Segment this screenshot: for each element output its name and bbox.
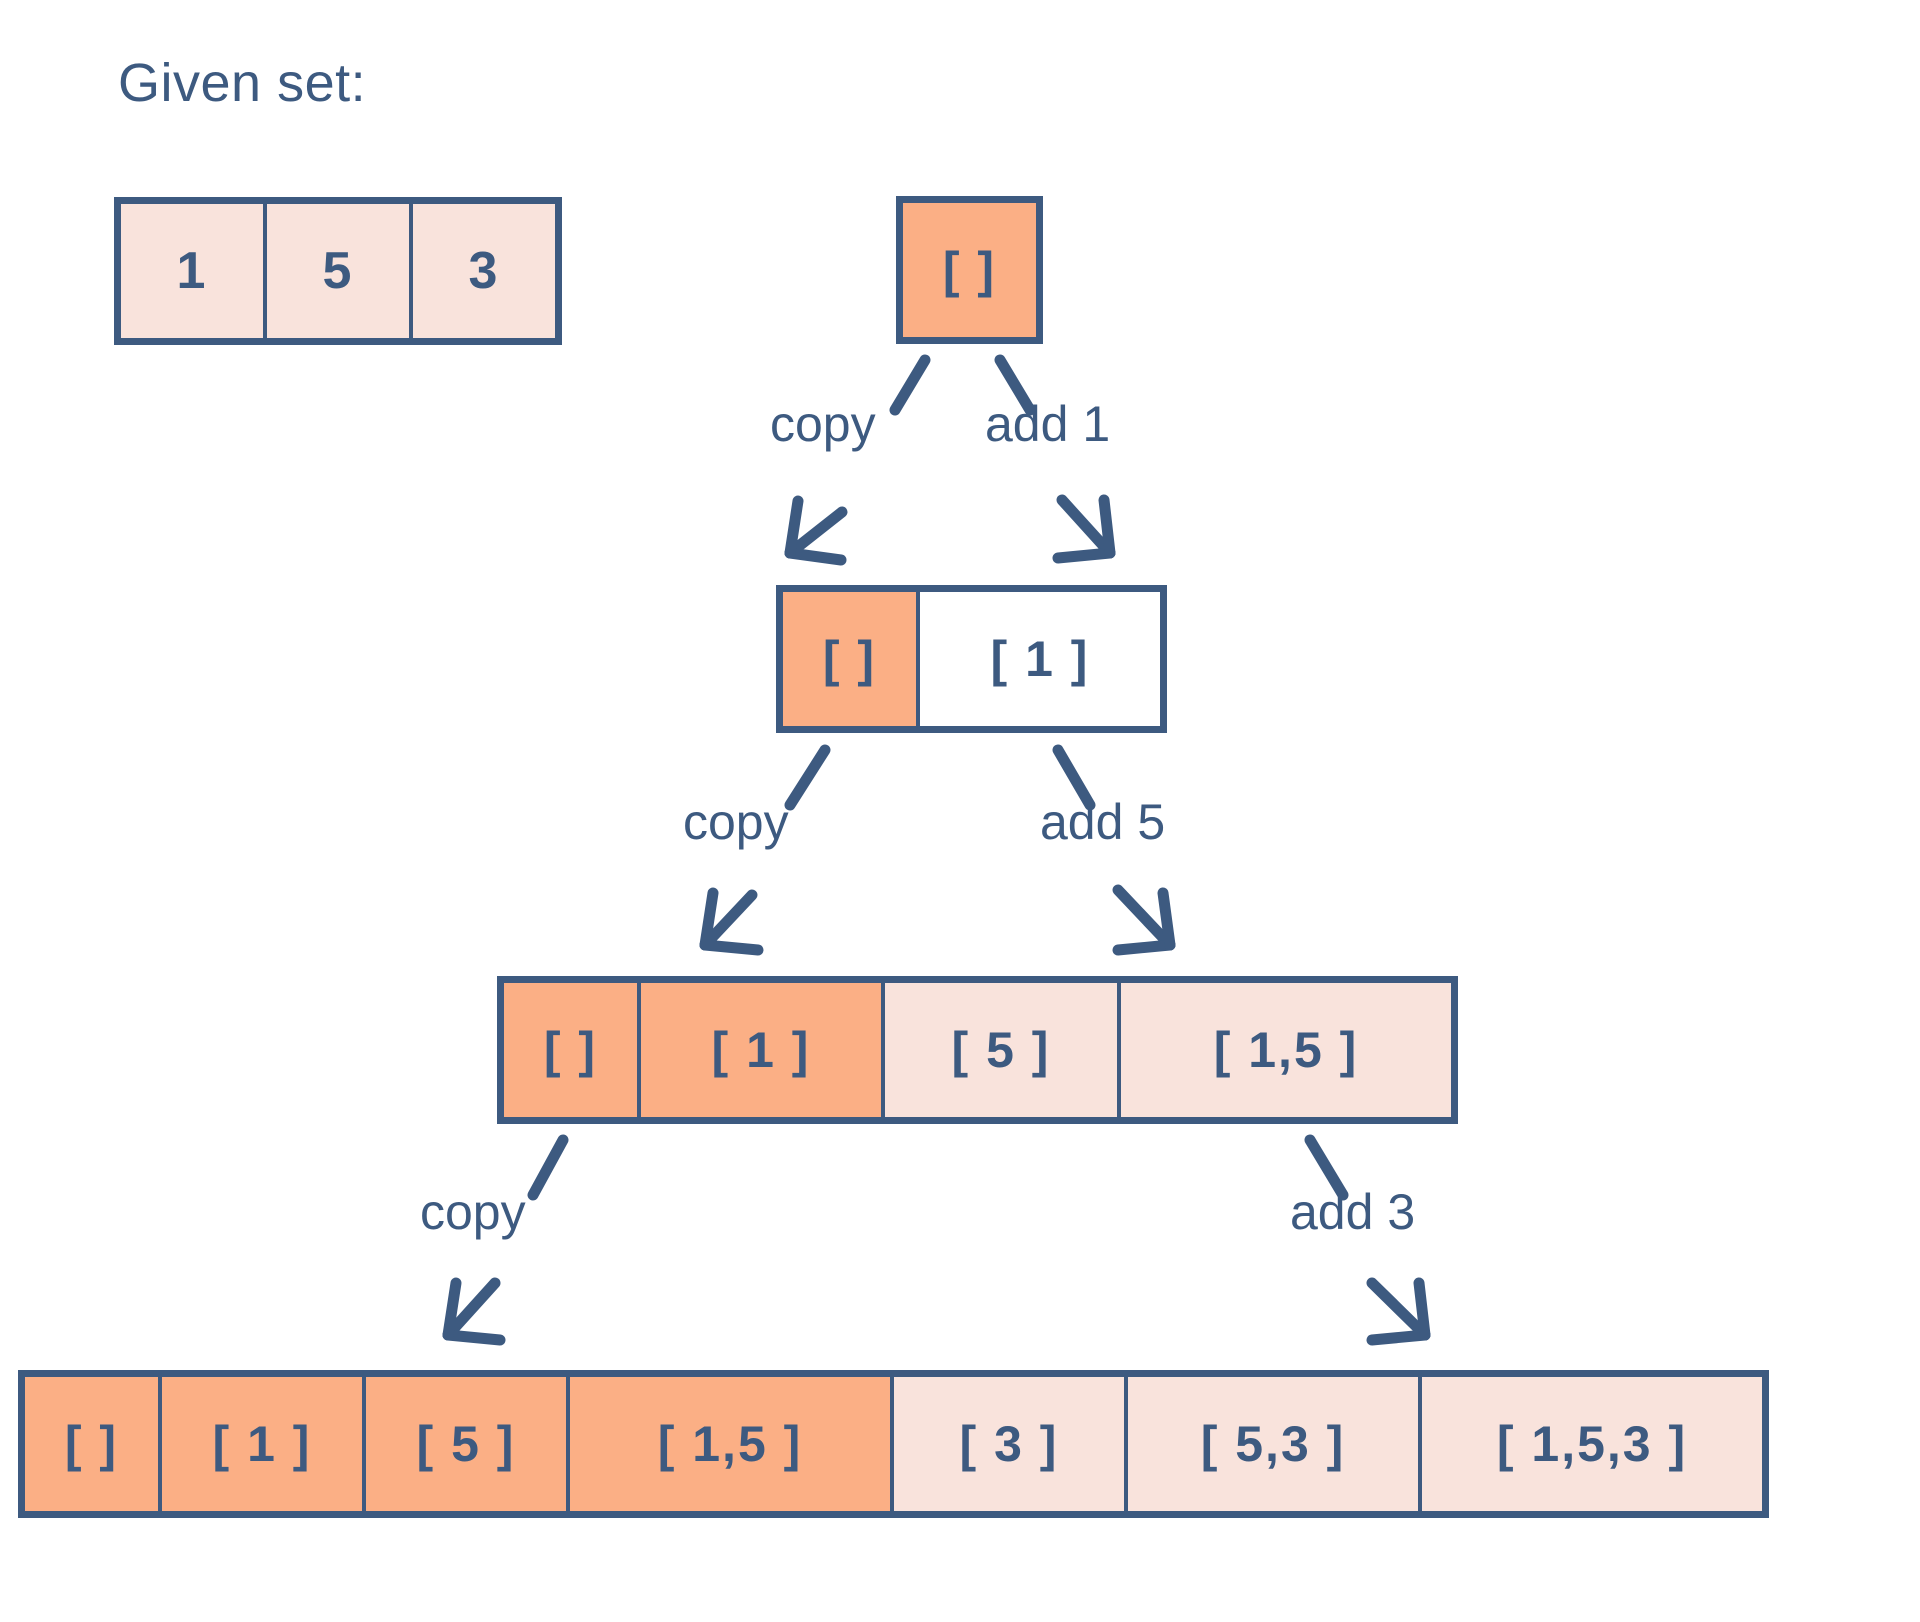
given-set-row: 1 5 3 [114, 197, 562, 345]
subset-cell-l4-2: [ 5 ] [366, 1377, 566, 1511]
subset-row-level-1: [ ] [896, 196, 1043, 344]
given-set-cell-0: 1 [121, 204, 263, 338]
subset-cell-l3-3: [ 1,5 ] [1121, 983, 1451, 1117]
subset-cell-l2-1: [ 1 ] [920, 592, 1160, 726]
arrow-edge-1-copy [784, 354, 931, 566]
arrow-edge-1-add [994, 354, 1116, 564]
subset-cell-l4-3: [ 1,5 ] [570, 1377, 890, 1511]
subset-row-level-3: [ ] [ 1 ] [ 5 ] [ 1,5 ] [497, 976, 1458, 1124]
subset-cell-l3-0: [ ] [504, 983, 637, 1117]
given-set-cell-2: 3 [413, 204, 555, 338]
subset-row-level-2: [ ] [ 1 ] [776, 585, 1167, 733]
subset-cell-l4-1: [ 1 ] [162, 1377, 362, 1511]
edge-label-copy-1: copy [770, 396, 876, 452]
given-set-label: Given set: [118, 53, 367, 113]
subset-cell-l3-1: [ 1 ] [641, 983, 881, 1117]
edge-label-add-3: add 3 [1290, 1184, 1416, 1240]
subset-cell-l1-0: [ ] [903, 203, 1036, 337]
subset-cell-l2-0: [ ] [783, 592, 916, 726]
subset-cell-l4-6: [ 1,5,3 ] [1422, 1377, 1762, 1511]
given-set-cell-1: 5 [267, 204, 409, 338]
subset-cell-l3-2: [ 5 ] [885, 983, 1117, 1117]
edge-label-add-1: add 1 [985, 396, 1111, 452]
subset-cell-l4-5: [ 5,3 ] [1128, 1377, 1418, 1511]
edge-label-copy-2: copy [683, 794, 789, 850]
edge-label-add-5: add 5 [1040, 794, 1166, 850]
subset-cell-l4-4: [ 3 ] [894, 1377, 1124, 1511]
subset-cell-l4-0: [ ] [25, 1377, 158, 1511]
subset-row-level-4: [ ] [ 1 ] [ 5 ] [ 1,5 ] [ 3 ] [ 5,3 ] [ … [18, 1370, 1769, 1518]
edge-label-copy-3: copy [420, 1184, 526, 1240]
